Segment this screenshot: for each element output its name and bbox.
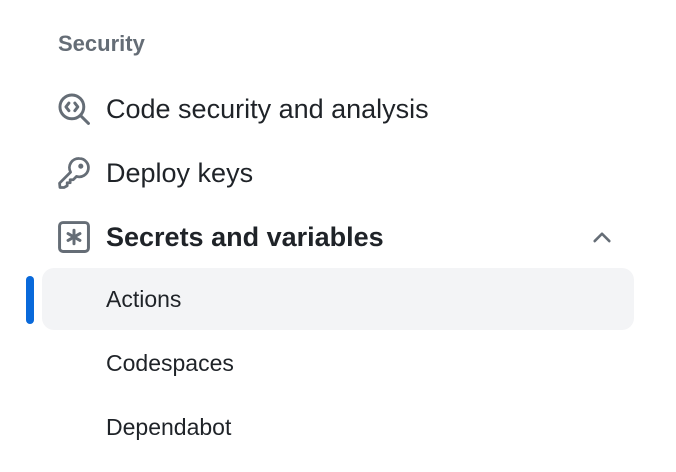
codescan-icon xyxy=(56,91,92,127)
sidebar-subitem-label: Dependabot xyxy=(106,414,232,440)
sidebar-item-deploy-keys[interactable]: Deploy keys xyxy=(42,142,634,204)
active-item-indicator xyxy=(26,276,34,324)
sidebar-subitem-codespaces[interactable]: Codespaces xyxy=(42,332,634,394)
sidebar-subitem-dependabot[interactable]: Dependabot xyxy=(42,396,634,458)
sidebar-item-code-security-and-analysis[interactable]: Code security and analysis xyxy=(42,78,634,140)
sidebar-item-secrets-and-variables[interactable]: Secrets and variables xyxy=(42,206,634,268)
sidebar-item-label: Deploy keys xyxy=(106,158,254,188)
sidebar-subitem-actions[interactable]: Actions xyxy=(42,268,634,330)
key-asterisk-icon xyxy=(56,219,92,255)
sidebar-item-label: Code security and analysis xyxy=(106,94,429,124)
sidebar-subitem-label: Actions xyxy=(106,286,182,312)
chevron-up-icon[interactable] xyxy=(588,223,616,251)
key-icon xyxy=(56,155,92,191)
sidebar-item-label: Secrets and variables xyxy=(106,222,384,252)
section-heading-security: Security xyxy=(58,31,145,56)
sidebar-subitem-label: Codespaces xyxy=(106,350,234,376)
